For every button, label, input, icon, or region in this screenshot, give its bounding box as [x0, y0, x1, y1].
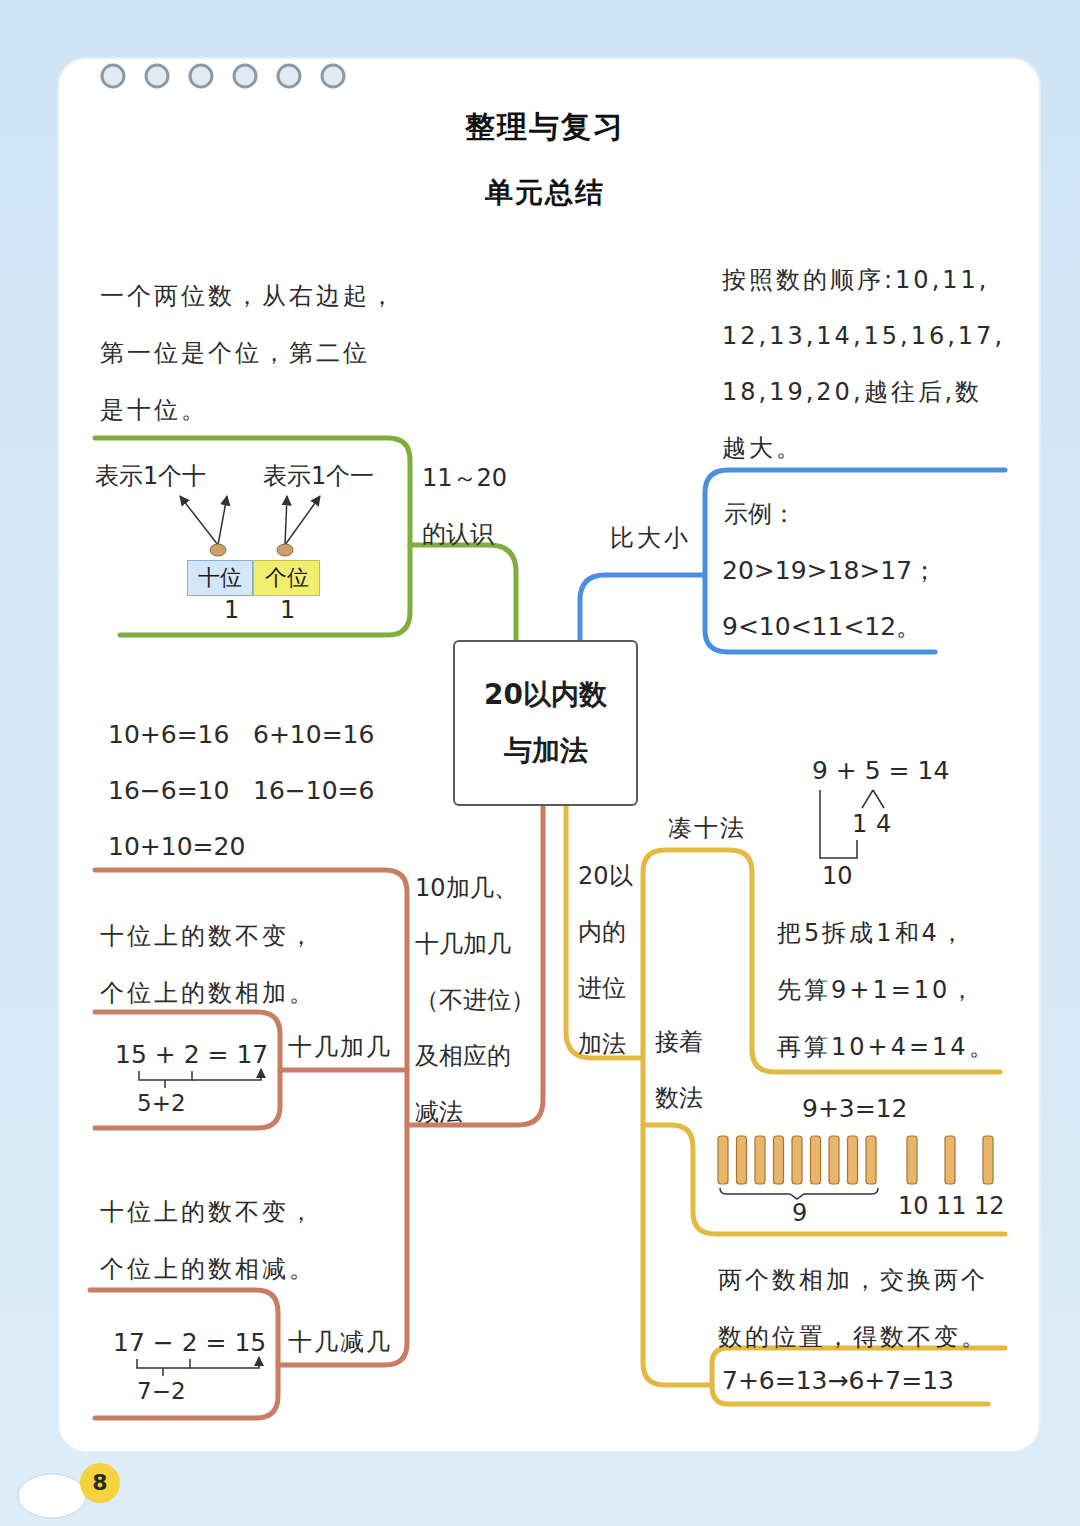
label-text: 7+6=13→6+7=13 — [722, 1366, 954, 1396]
label-text: 9<10<11<12。 — [722, 612, 921, 642]
label-text: 10+10=20 — [108, 832, 245, 862]
page-title: 整理与复习 — [465, 109, 625, 145]
label-text: 把5拆成1和4， 先算9+1=10， 再算10+4=14。 — [777, 905, 1022, 1076]
mind-map-branch — [95, 438, 410, 635]
place-value-cell: 十位 — [187, 560, 253, 596]
leader-line — [720, 1188, 878, 1199]
leader-line — [820, 790, 857, 858]
label-text: 凑十法 — [668, 814, 746, 843]
mind-map-branch — [705, 470, 1005, 652]
node-label: 20以内数 与加法 — [471, 667, 621, 779]
mind-map-branch — [643, 1125, 1005, 1234]
mind-map-branch — [712, 1348, 1005, 1404]
label-text: 20>19>18>17； — [722, 556, 937, 586]
label-text: 15 + 2 = 17 — [115, 1040, 268, 1070]
label-text: 1 — [280, 596, 295, 625]
center-topic-box: 20以内数 与加法 — [453, 640, 638, 806]
leader-line — [162, 1368, 164, 1376]
notebook-card — [58, 58, 1040, 1452]
label-text: 一个两位数，从右边起， 第一位是个位，第二位 是十位。 — [100, 268, 420, 439]
leader-line — [164, 1080, 166, 1088]
label-text: 16−10=6 — [253, 776, 374, 806]
bird-mascot — [18, 1474, 86, 1518]
leader-line — [180, 496, 218, 545]
node-text-group: 20以内数 与加法 — [471, 667, 621, 779]
binder-ring — [278, 65, 300, 87]
label-text: 7−2 — [137, 1377, 186, 1405]
place-value-cell: 个位 — [253, 560, 320, 596]
node-text-group: 十位 — [198, 564, 242, 592]
counting-stick — [829, 1136, 839, 1184]
label-text: 20以 内的 进位 加法 — [578, 848, 638, 1072]
counting-stick — [774, 1136, 784, 1184]
label-text: 9 — [792, 1199, 807, 1228]
binder-ring — [190, 65, 212, 87]
counting-stick — [983, 1136, 993, 1184]
label-text: 1 — [852, 810, 867, 839]
label-text: 1 — [224, 596, 239, 625]
label-text: 10+6=16 — [108, 720, 229, 750]
label-text: 11 — [936, 1192, 967, 1221]
label-text: 5+2 — [137, 1089, 186, 1117]
label-text: 9 + 5 = 14 — [812, 756, 949, 786]
label-text: 10加几、 十几加几 （不进位） 及相应的 减法 — [415, 860, 543, 1140]
page-number-badge — [80, 1463, 120, 1503]
label-text: 表示1个十 — [95, 462, 206, 491]
node-text-group: 个位 — [265, 564, 309, 592]
label-text: 接着 数法 — [655, 1014, 711, 1126]
leader-line — [862, 790, 873, 808]
leader-line — [218, 496, 227, 545]
counting-stick — [907, 1136, 917, 1184]
mind-map-branch — [95, 1012, 280, 1128]
counting-stick — [718, 1136, 728, 1184]
counting-stick — [792, 1136, 802, 1184]
leader-line — [285, 496, 287, 545]
node-label: 十位 — [198, 564, 242, 592]
label-text: 十几减几 — [288, 1328, 392, 1357]
label-text: 6+10=16 — [253, 720, 374, 750]
node-label: 个位 — [265, 564, 309, 592]
mind-map-branch — [90, 1290, 278, 1418]
leader-line — [139, 1071, 192, 1080]
label-text: 10 — [898, 1192, 929, 1221]
binder-ring — [322, 65, 344, 87]
binder-ring — [146, 65, 168, 87]
counting-stick — [755, 1136, 765, 1184]
label-text: 10 — [822, 862, 853, 891]
counting-stick — [848, 1136, 858, 1184]
label-text: 单元总结 — [485, 176, 605, 210]
label-text: 9+3=12 — [802, 1094, 908, 1124]
label-text: 十位上的数不变， 个位上的数相减。 — [100, 1184, 350, 1298]
mind-map-branch — [280, 1068, 407, 1073]
binder-ring — [234, 65, 256, 87]
label-text: 8 — [92, 1470, 107, 1496]
label-text: 比大小 — [610, 524, 691, 553]
mind-map-branch — [580, 575, 705, 640]
label-text: 4 — [876, 810, 891, 839]
leader-line — [873, 790, 884, 808]
label-text: 十几加几 — [288, 1033, 392, 1062]
label-text: 示例： — [724, 500, 796, 529]
label-text: 17 − 2 = 15 — [113, 1328, 266, 1358]
counting-stick — [866, 1136, 876, 1184]
abacus-bead — [277, 544, 293, 556]
label-text: 12 — [974, 1192, 1005, 1221]
counting-stick — [737, 1136, 747, 1184]
label-text: 表示1个一 — [263, 462, 374, 491]
abacus-bead — [210, 544, 226, 556]
counting-stick — [811, 1136, 821, 1184]
label-text: 按照数的顺序:10,11, 12,13,14,15,16,17, 18,19,2… — [722, 252, 1027, 476]
leader-line — [137, 1359, 190, 1368]
leader-line — [190, 1357, 259, 1368]
mind-map-branch — [407, 806, 543, 1125]
label-text: 十位上的数不变， 个位上的数相加。 — [100, 908, 350, 1022]
label-text: 16−6=10 — [108, 776, 229, 806]
label-text: 11～20 的认识 — [422, 450, 532, 562]
leader-line — [285, 496, 320, 545]
counting-stick — [945, 1136, 955, 1184]
label-text: 两个数相加，交换两个 数的位置，得数不变。 — [718, 1252, 1018, 1366]
leader-line — [192, 1069, 261, 1080]
mind-map-branch — [410, 545, 516, 640]
binder-ring — [102, 65, 124, 87]
